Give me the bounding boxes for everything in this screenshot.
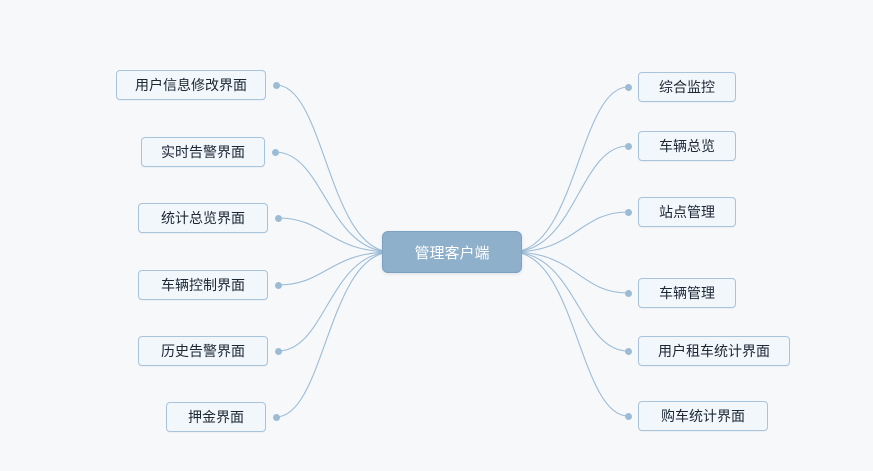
connector-dot-left-4 <box>274 347 282 355</box>
edge-right-0 <box>511 86 629 253</box>
edge-left-1 <box>274 151 393 253</box>
connector-dot-left-0 <box>272 81 280 89</box>
connector-dot-left-3 <box>274 281 282 289</box>
mindmap-node-left-0[interactable]: 用户信息修改界面 <box>116 70 266 100</box>
connector-dot-right-5 <box>624 412 632 420</box>
center-node[interactable]: 管理客户端 <box>382 231 522 273</box>
edge-left-0 <box>275 84 393 253</box>
connector-dot-right-1 <box>624 142 632 150</box>
mindmap-node-left-5[interactable]: 押金界面 <box>166 402 266 432</box>
connector-dot-left-2 <box>274 214 282 222</box>
mindmap-node-left-1[interactable]: 实时告警界面 <box>141 137 265 167</box>
edge-left-4 <box>277 251 393 352</box>
mindmap-node-left-4[interactable]: 历史告警界面 <box>138 336 268 366</box>
connector-dot-right-2 <box>624 208 632 216</box>
mindmap-node-left-2[interactable]: 统计总览界面 <box>138 203 268 233</box>
edge-left-5 <box>275 251 393 418</box>
mindmap-node-right-0[interactable]: 综合监控 <box>638 72 736 102</box>
edge-right-1 <box>511 145 629 253</box>
mindmap-node-right-2[interactable]: 站点管理 <box>638 197 736 227</box>
edge-left-3 <box>277 251 393 286</box>
edge-left-2 <box>277 217 393 253</box>
edge-right-4 <box>511 251 629 352</box>
edge-right-5 <box>511 251 629 417</box>
mindmap-node-left-3[interactable]: 车辆控制界面 <box>138 270 268 300</box>
mindmap-node-right-1[interactable]: 车辆总览 <box>638 131 736 161</box>
connector-dot-left-1 <box>271 148 279 156</box>
connector-dot-right-3 <box>624 289 632 297</box>
mindmap-node-right-5[interactable]: 购车统计界面 <box>638 401 768 431</box>
connector-dot-left-5 <box>272 413 280 421</box>
edge-right-2 <box>511 211 629 253</box>
mindmap-node-right-4[interactable]: 用户租车统计界面 <box>638 336 790 366</box>
mindmap-node-right-3[interactable]: 车辆管理 <box>638 278 736 308</box>
connector-dot-right-4 <box>624 347 632 355</box>
edge-right-3 <box>511 251 629 294</box>
connector-dot-right-0 <box>624 83 632 91</box>
